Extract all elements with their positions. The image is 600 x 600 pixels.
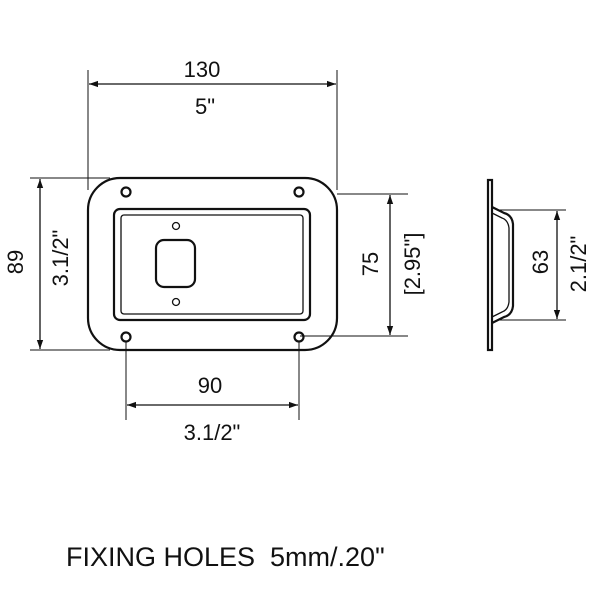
height-in-label: 3.1/2" (48, 230, 73, 287)
width-dimension: 130 5" (87, 57, 338, 190)
recess-outer-edge (112, 207, 312, 322)
width-mm-label: 130 (184, 57, 221, 82)
depth-dimension: 63 2.1/2" (498, 209, 591, 321)
height-dimension: 89 3.1/2" (3, 177, 110, 351)
fixing-hole-bottom-left (120, 331, 132, 343)
inner-height-in-label: [2.95"] (400, 233, 425, 296)
side-recess-outline (491, 206, 515, 324)
recess-inner-edge (120, 214, 304, 315)
side-recess-inner (491, 212, 510, 318)
height-mm-label: 89 (3, 250, 28, 274)
side-flange (486, 178, 494, 352)
connector-cutout (154, 238, 197, 289)
connector-screw-hole-top (171, 221, 181, 231)
fixing-hole-bottom-right (293, 331, 305, 343)
inner-height-mm-label: 75 (358, 252, 383, 276)
front-view-plate (86, 176, 339, 352)
depth-in-label: 2.1/2" (566, 236, 591, 293)
width-in-label: 5" (195, 94, 215, 119)
inner-height-dimension: 75 [2.95"] (300, 193, 425, 337)
fixing-hole-top-right (293, 186, 305, 198)
outer-flange (86, 176, 339, 352)
fixing-holes-caption: FIXING HOLES 5mm/.20" (66, 542, 385, 572)
hole-spacing-dimension: 90 3.1/2" (125, 342, 300, 445)
connector-screw-hole-bottom (171, 297, 181, 307)
hole-spacing-mm-label: 90 (198, 373, 222, 398)
fixing-hole-top-left (120, 186, 132, 198)
depth-mm-label: 63 (528, 250, 553, 274)
side-view-profile (486, 178, 515, 352)
hole-spacing-in-label: 3.1/2" (184, 420, 241, 445)
